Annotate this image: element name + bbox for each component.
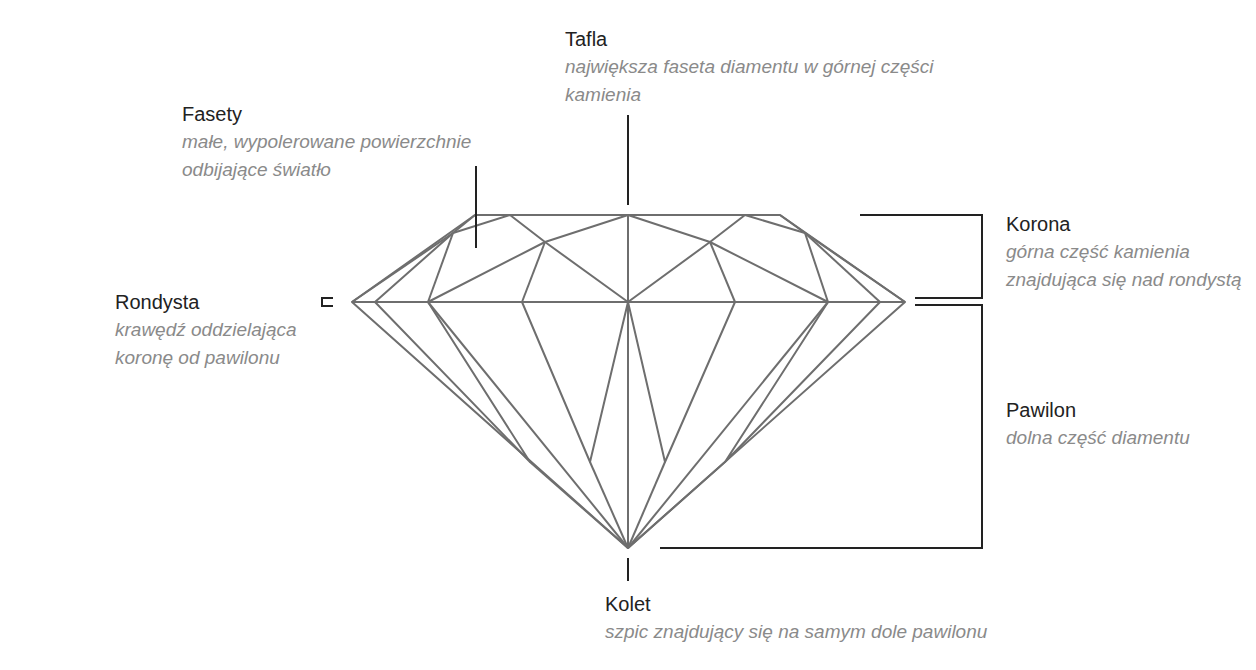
part-name: Tafla: [565, 25, 985, 53]
leader-lines: [322, 115, 982, 581]
part-description: dolna część diamentu: [1006, 424, 1246, 452]
part-name: Pawilon: [1006, 396, 1246, 424]
part-description: krawędź oddzielająca koronę od pawilonu: [115, 316, 330, 372]
part-description: największa faseta diamentu w górnej częś…: [565, 53, 965, 109]
part-description: małe, wypolerowane powierzchnie odbijają…: [182, 128, 552, 184]
part-name: Rondysta: [115, 288, 330, 316]
part-name: Korona: [1006, 210, 1246, 238]
part-name: Kolet: [605, 590, 1165, 618]
part-name: Fasety: [182, 100, 552, 128]
part-description: górna część kamienia znajdująca się nad …: [1006, 238, 1242, 294]
part-description: szpic znajdujący się na samym dole pawil…: [605, 618, 1165, 646]
